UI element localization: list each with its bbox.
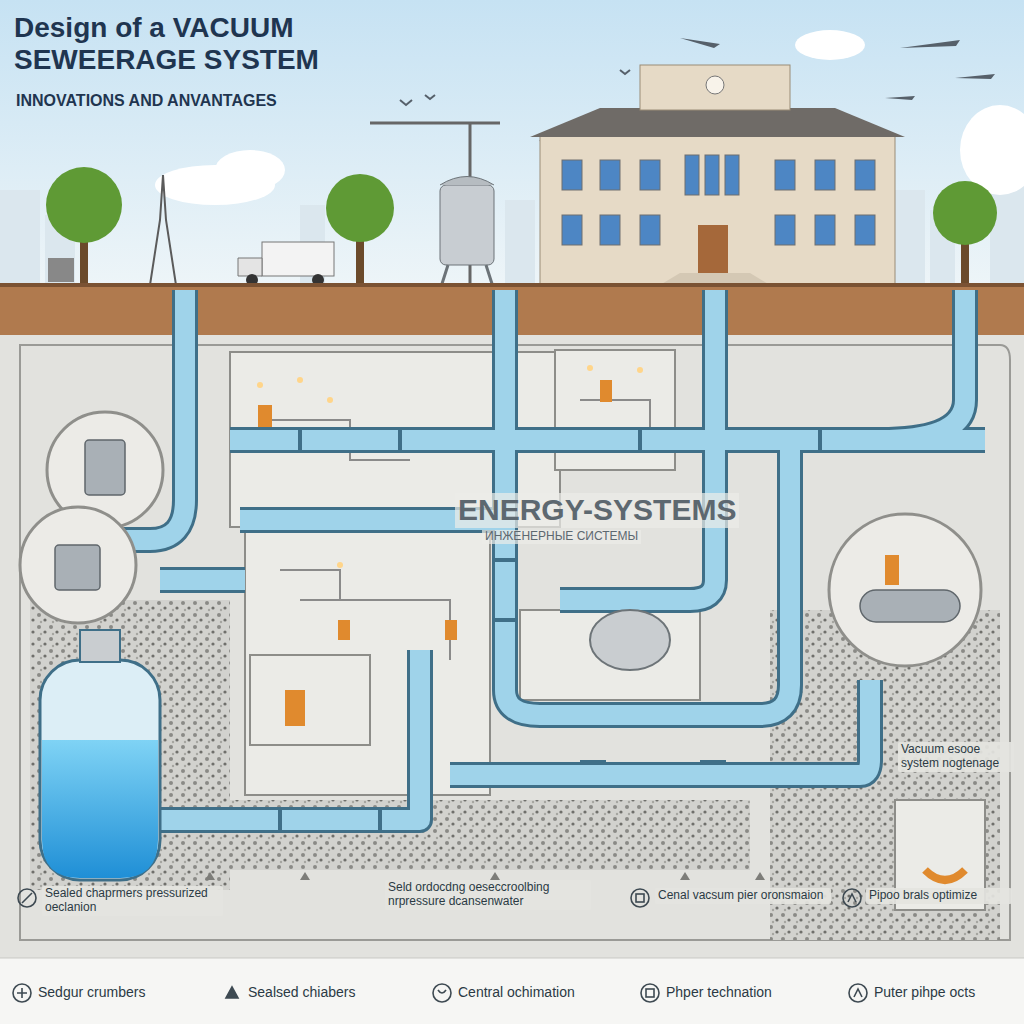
feature-note: Sealed chaprmers pressurized oeclanion: [42, 886, 223, 916]
watermark: ENERGY-SYSTEMS: [455, 493, 739, 528]
legend-item: Sealsed chiabers: [248, 984, 355, 1000]
legend-text: Puter pihpe octs: [874, 984, 975, 1000]
legend-text: Sealsed chiabers: [248, 984, 355, 1000]
watermark-sub: ИНЖЕНЕРНЫЕ СИСТЕМЫ: [482, 530, 641, 544]
callout-note: Vacuum esooe system nogtenage: [898, 742, 1014, 772]
legend-item: Phper technation: [666, 984, 772, 1000]
legend-item: Puter pihpe octs: [874, 984, 975, 1000]
legend-item: Sedgur crumbers: [38, 984, 145, 1000]
feature-note: Cenal vacsum pier oronsmaion: [655, 888, 831, 904]
legend-text: Phper technation: [666, 984, 772, 1000]
legend-text: Sedgur crumbers: [38, 984, 145, 1000]
diagram-title: Design of a VACUUM SEWEERAGE SYSTEM: [14, 12, 414, 76]
legend-item: Central ochimation: [458, 984, 575, 1000]
feature-note: Seld ordocdng oeseccroolbing nrpressure …: [385, 880, 591, 910]
feature-note: Pipoo brals optimize: [866, 888, 1012, 904]
subtitle: INNOVATIONS AND ANVANTAGES: [16, 92, 376, 110]
legend-text: Central ochimation: [458, 984, 575, 1000]
